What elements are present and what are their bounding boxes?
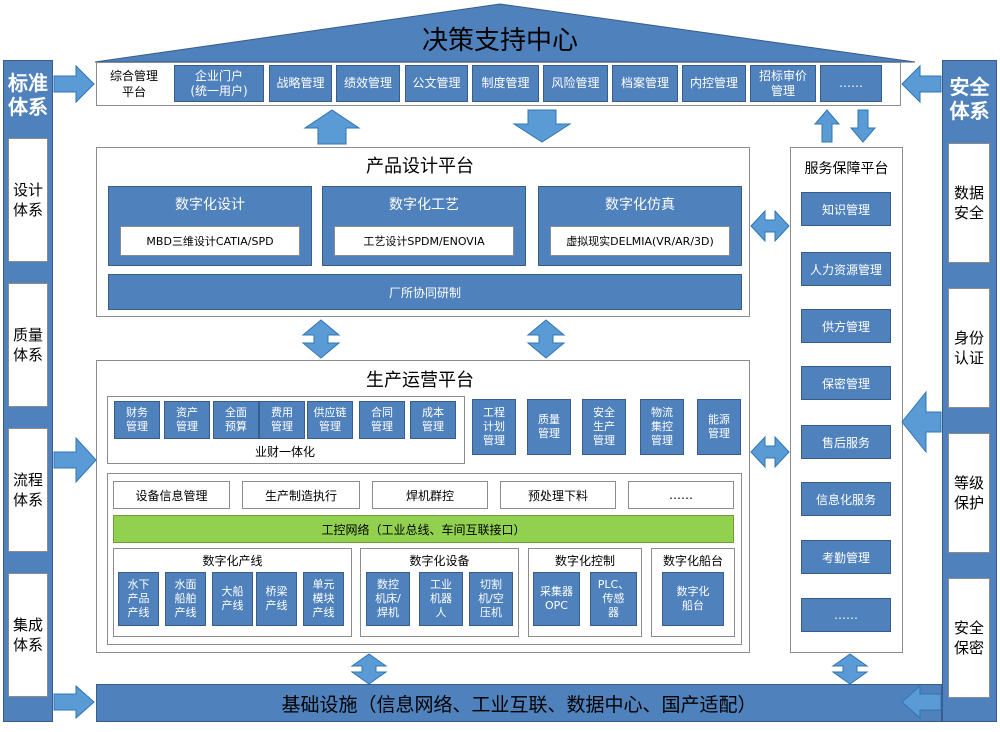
design-block-title: 数字化仿真	[605, 197, 675, 213]
exec-item: 焊机群控	[372, 481, 488, 509]
left-arrow-icon	[901, 684, 942, 720]
double-arrow-horizontal-icon	[750, 209, 790, 243]
right-arrow-icon	[53, 64, 95, 104]
exec-item: 生产制造执行	[242, 481, 360, 509]
side-item: 物流 集控 管理	[640, 399, 684, 455]
quality-system-box: 质量 体系	[8, 283, 48, 407]
side-item: 工程 计划 管理	[472, 399, 516, 455]
process-system-box: 流程 体系	[8, 428, 48, 552]
design-platform-title: 产品设计平台	[366, 156, 474, 177]
infrastructure-bar: 基础设施（信息网络、工业互联、数据中心、国产适配）	[96, 684, 942, 722]
design-block-sub: 工艺设计SPDM/ENOVIA	[334, 226, 514, 256]
design-block-title: 数字化工艺	[389, 197, 459, 213]
group-item: 数字化 船台	[662, 572, 724, 626]
top-platform-item: 制度管理	[472, 65, 539, 102]
finance-item: 合同 管理	[359, 401, 405, 439]
collab-bar: 厂所协同研制	[108, 274, 742, 310]
down-arrow-small-icon	[849, 109, 877, 143]
service-item: 售后服务	[801, 425, 891, 459]
top-platform-item: 风险管理	[543, 65, 608, 102]
group-title: 数字化设备	[409, 553, 470, 568]
top-platform-item: 档案管理	[612, 65, 678, 102]
integrated-management-label: 综合管理 平台	[109, 69, 158, 99]
production-platform-title: 生产运营平台	[366, 370, 474, 391]
right-arrow-icon	[53, 436, 97, 484]
level-protection-box: 等级 保护	[948, 433, 990, 553]
top-platform-item: 企业门户 (统一用户)	[174, 65, 264, 102]
double-arrow-vertical-icon	[831, 653, 869, 685]
top-platform-item: 内控管理	[682, 65, 746, 102]
finance-item: 成本 管理	[410, 401, 456, 439]
service-item: 人力资源管理	[801, 252, 891, 286]
up-arrow-icon	[303, 109, 361, 145]
double-arrow-horizontal-icon	[750, 435, 790, 469]
group-title: 数字化控制	[554, 553, 615, 568]
standard-system-title: 标准 体系	[8, 71, 48, 119]
data-security-box: 数据 安全	[948, 143, 990, 263]
group-item: 工业 机器 人	[419, 572, 463, 626]
service-item: 信息化服务	[801, 482, 891, 516]
side-item: 安全 生产 管理	[582, 399, 626, 455]
finance-item: 供应链 管理	[307, 401, 353, 439]
exec-item: 设备信息管理	[113, 481, 230, 509]
industrial-network-bar: 工控网络（工业总线、车间互联接口）	[113, 515, 734, 543]
finance-item: 费用 管理	[259, 401, 305, 439]
service-item: ……	[801, 598, 891, 632]
side-item: 质量 管理	[527, 399, 571, 455]
top-platform-item: 战略管理	[269, 65, 332, 102]
security-secrecy-box: 安全 保密	[948, 578, 990, 698]
finance-item: 全面 预算	[213, 401, 259, 439]
top-platform-item: ……	[820, 65, 882, 102]
left-arrow-icon	[901, 390, 942, 454]
integration-system-box: 集成 体系	[8, 573, 48, 697]
double-arrow-vertical-icon	[350, 653, 388, 685]
group-item: 水面 船舶 产线	[165, 572, 206, 626]
top-platform-item: 绩效管理	[336, 65, 400, 102]
design-block-sub: 虚拟现实DELMIA(VR/AR/3D)	[550, 226, 730, 256]
finance-item: 资产 管理	[164, 401, 210, 439]
roof-title: 决策支持中心	[421, 25, 578, 56]
group-item: PLC、 传感 器	[590, 572, 637, 626]
service-platform-title: 服务保障平台	[804, 161, 889, 177]
identity-auth-box: 身份 认证	[948, 288, 990, 408]
design-block-title: 数字化设计	[175, 197, 245, 213]
service-item: 供方管理	[801, 309, 891, 343]
down-arrow-icon	[512, 109, 572, 143]
group-title: 数字化船台	[662, 553, 723, 568]
group-item: 切割 机/空 压机	[469, 572, 513, 626]
finance-caption: 业财一体化	[254, 444, 315, 459]
exec-item: 预处理下料	[500, 481, 616, 509]
double-arrow-vertical-icon	[301, 319, 341, 359]
service-item: 知识管理	[801, 192, 891, 226]
side-item: 能源 管理	[697, 399, 741, 455]
group-item: 采集器 OPC	[533, 572, 580, 626]
security-system-title: 安全 体系	[949, 75, 990, 123]
design-system-box: 设计 体系	[8, 138, 48, 262]
group-item: 单元 模块 产线	[303, 572, 344, 626]
service-item: 考勤管理	[801, 540, 891, 574]
group-item: 数控 机床/ 焊机	[366, 572, 410, 626]
up-arrow-small-icon	[813, 109, 841, 143]
exec-item: ……	[628, 481, 734, 509]
double-arrow-vertical-icon	[526, 319, 566, 359]
group-item: 水下 产品 产线	[118, 572, 159, 626]
finance-item: 财务 管理	[114, 401, 160, 439]
group-item: 桥梁 产线	[256, 572, 297, 626]
service-item: 保密管理	[801, 366, 891, 400]
left-arrow-icon	[901, 64, 942, 104]
design-block-sub: MBD三维设计CATIA/SPD	[120, 226, 300, 256]
top-platform-item: 公文管理	[405, 65, 468, 102]
top-platform-item: 招标审价 管理	[750, 65, 816, 102]
right-arrow-icon	[53, 684, 95, 720]
group-item: 大船 产线	[212, 572, 253, 626]
group-title: 数字化产线	[202, 553, 263, 568]
